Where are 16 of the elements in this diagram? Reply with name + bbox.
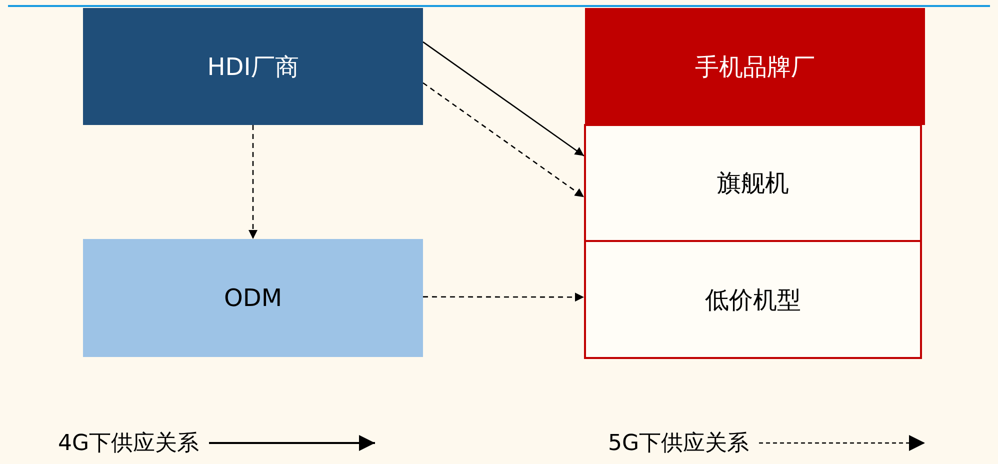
legend-text: 5G下供应关系 <box>608 430 750 458</box>
arrow <box>248 125 258 239</box>
node-label: 低价机型 <box>705 284 801 316</box>
arrow <box>422 82 584 198</box>
arrow <box>422 41 584 156</box>
odm-box <box>83 239 423 357</box>
model-box <box>584 240 922 359</box>
node-label: HDI厂商 <box>207 52 299 82</box>
arrow <box>423 292 584 302</box>
brand-box <box>585 8 925 125</box>
legend-text: 4G下供应关系 <box>58 430 200 458</box>
model-box <box>584 124 922 242</box>
manufacturer-box <box>83 8 423 125</box>
node-label: 旗舰机 <box>717 168 789 199</box>
node-label: 手机品牌厂 <box>695 52 815 82</box>
node-label: ODM <box>224 284 282 312</box>
